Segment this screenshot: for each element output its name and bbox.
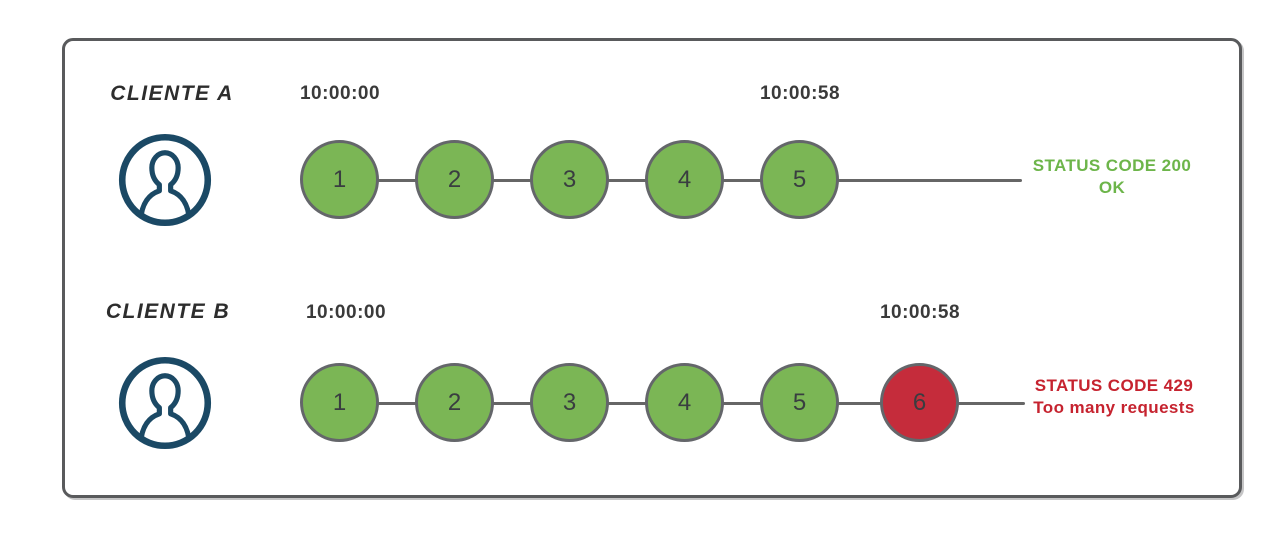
client-b-label: CLIENTE B xyxy=(105,300,231,323)
request-node: 4 xyxy=(645,363,724,442)
status-code-line: STATUS CODE 429 xyxy=(1034,376,1194,395)
request-node: 1 xyxy=(300,140,379,219)
status-code-line: STATUS CODE 200 xyxy=(1032,156,1192,175)
client-b-avatar xyxy=(118,356,212,450)
user-icon xyxy=(118,356,212,450)
request-node: 3 xyxy=(530,363,609,442)
client-a-avatar xyxy=(118,133,212,227)
timestamp-end-b: 10:00:58 xyxy=(879,302,961,323)
request-node: 4 xyxy=(645,140,724,219)
request-node: 5 xyxy=(760,363,839,442)
status-message-line: Too many requests xyxy=(1033,398,1195,417)
status-message-line: OK xyxy=(1098,178,1126,197)
request-node: 5 xyxy=(760,140,839,219)
timestamp-start-a: 10:00:00 xyxy=(299,83,381,104)
client-a-label: CLIENTE A xyxy=(110,82,234,105)
request-node-blocked: 6 xyxy=(880,363,959,442)
status-text-a: STATUS CODE 200 OK xyxy=(1022,155,1202,199)
request-node: 1 xyxy=(300,363,379,442)
status-text-b: STATUS CODE 429 Too many requests xyxy=(1022,375,1206,419)
diagram-frame xyxy=(62,38,1242,498)
request-node: 2 xyxy=(415,363,494,442)
request-node: 3 xyxy=(530,140,609,219)
timestamp-end-a: 10:00:58 xyxy=(759,83,841,104)
request-node: 2 xyxy=(415,140,494,219)
user-icon xyxy=(118,133,212,227)
timestamp-start-b: 10:00:00 xyxy=(305,302,387,323)
